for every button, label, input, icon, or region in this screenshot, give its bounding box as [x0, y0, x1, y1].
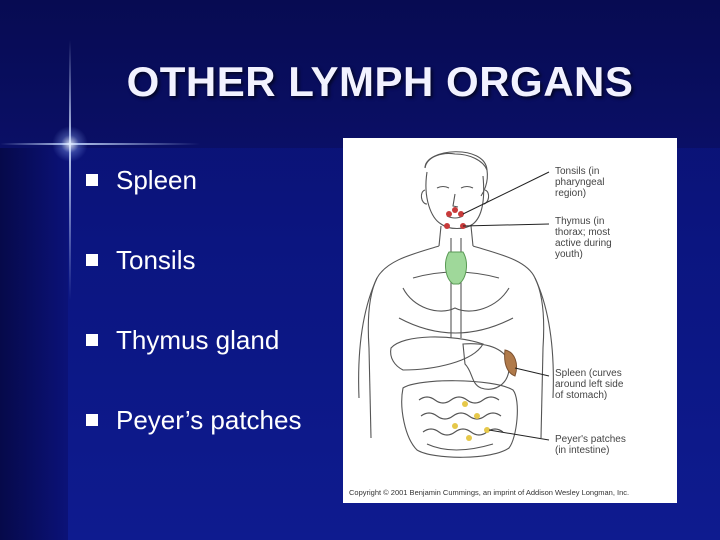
- light-flare-horizontal: [0, 143, 200, 145]
- bullet-text: Tonsils: [116, 244, 196, 275]
- square-bullet-icon: [86, 414, 98, 426]
- slide-title: OTHER LYMPH ORGANS: [126, 58, 634, 105]
- body-illustration: [358, 151, 554, 458]
- copyright-notice: Copyright © 2001 Benjamin Cummings, an i…: [349, 488, 630, 497]
- bullet-item-tonsils: Tonsils: [86, 240, 195, 280]
- background-left-band: [0, 148, 68, 540]
- bullet-text: Peyer’s patches: [116, 404, 302, 435]
- bullet-item-peyers: Peyer’s patches: [86, 400, 301, 440]
- bullet-text: Thymus gland: [116, 324, 280, 355]
- light-flare-glow: [52, 126, 88, 162]
- square-bullet-icon: [86, 254, 98, 266]
- bullet-text: Spleen: [116, 164, 197, 195]
- square-bullet-icon: [86, 334, 98, 346]
- background-top-band: [0, 0, 720, 148]
- bullet-item-spleen: Spleen: [86, 160, 197, 200]
- label-spleen: Spleen (curves around left side of stoma…: [555, 368, 624, 401]
- label-peyers-patches: Peyer's patches (in intestine): [555, 434, 626, 456]
- anatomy-figure: Tonsils (in pharyngeal region) Thymus (i…: [343, 138, 677, 503]
- light-flare-vertical: [69, 40, 71, 300]
- square-bullet-icon: [86, 174, 98, 186]
- label-thymus: Thymus (in thorax; most active during yo…: [555, 216, 612, 260]
- label-tonsils: Tonsils (in pharyngeal region): [555, 166, 605, 199]
- bullet-item-thymus: Thymus gland: [86, 320, 279, 360]
